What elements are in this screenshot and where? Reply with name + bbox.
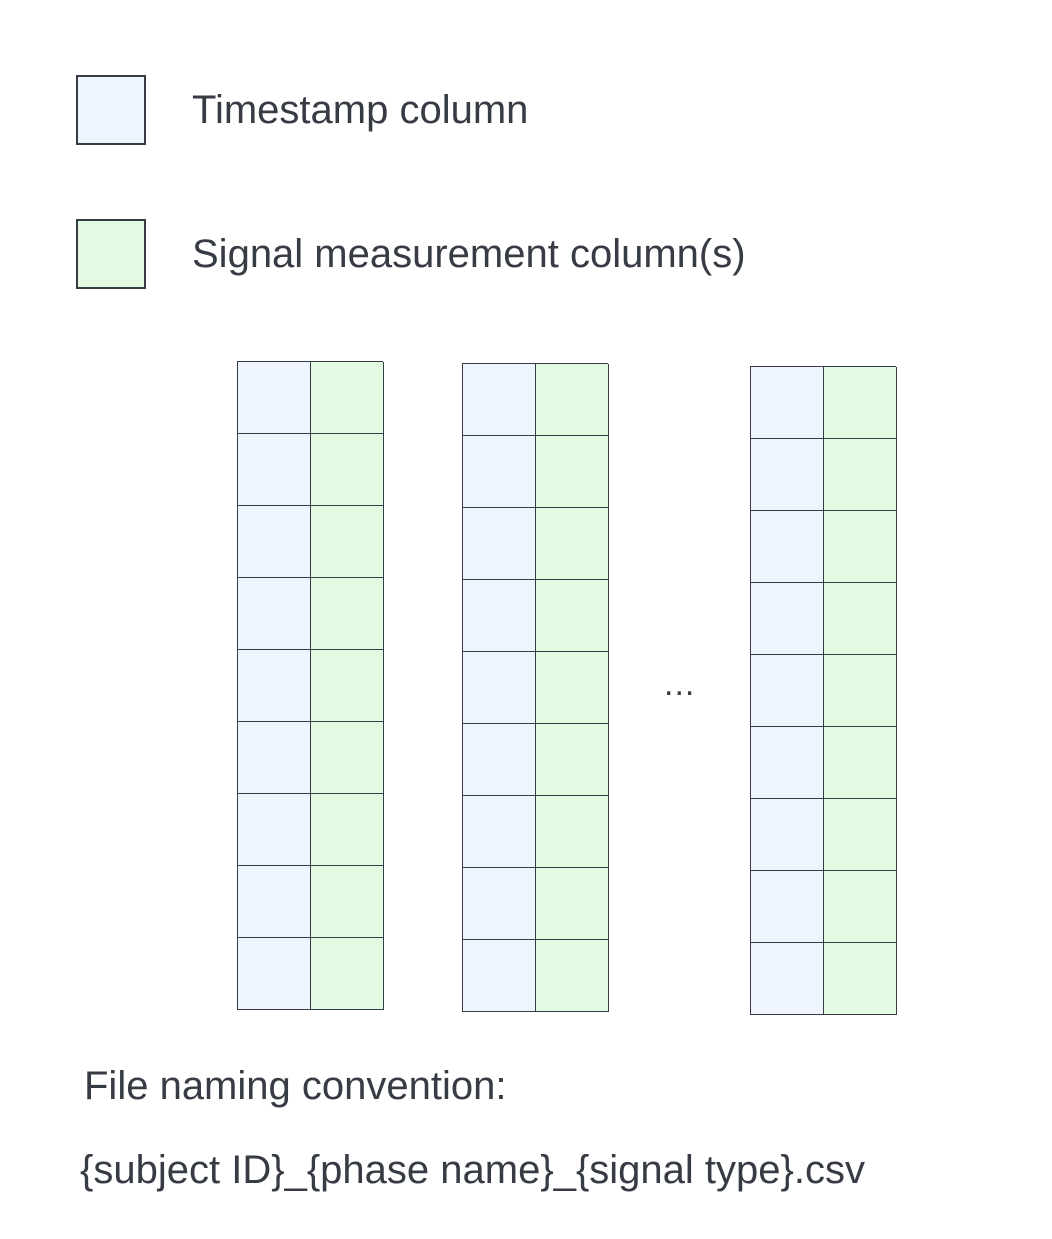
timestamp-cell [751, 727, 824, 799]
signal-cell [536, 364, 609, 436]
timestamp-cell [238, 794, 311, 866]
timestamp-cell [463, 364, 536, 436]
legend-label-signal: Signal measurement column(s) [192, 232, 746, 276]
timestamp-cell [463, 508, 536, 580]
legend-swatch-timestamp [76, 75, 146, 145]
signal-cell [311, 938, 384, 1010]
signal-cell [536, 436, 609, 508]
timestamp-cell [751, 511, 824, 583]
signal-cell [824, 439, 897, 511]
signal-cell [824, 511, 897, 583]
signal-cell [824, 727, 897, 799]
timestamp-cell [238, 938, 311, 1010]
signal-cell [311, 578, 384, 650]
csv-file-table-3 [750, 366, 897, 1015]
naming-convention-title: File naming convention: [84, 1064, 507, 1108]
signal-cell [311, 650, 384, 722]
signal-cell [311, 506, 384, 578]
legend-label-timestamp: Timestamp column [192, 88, 529, 132]
timestamp-cell [751, 583, 824, 655]
signal-cell [311, 722, 384, 794]
signal-cell [824, 943, 897, 1015]
timestamp-cell [463, 652, 536, 724]
timestamp-cell [238, 506, 311, 578]
timestamp-cell [751, 367, 824, 439]
timestamp-cell [463, 580, 536, 652]
signal-cell [824, 871, 897, 943]
timestamp-cell [751, 655, 824, 727]
timestamp-cell [463, 724, 536, 796]
timestamp-cell [238, 578, 311, 650]
timestamp-cell [751, 439, 824, 511]
timestamp-cell [751, 871, 824, 943]
signal-cell [311, 362, 384, 434]
timestamp-cell [463, 868, 536, 940]
signal-cell [824, 583, 897, 655]
timestamp-cell [238, 866, 311, 938]
timestamp-cell [238, 650, 311, 722]
signal-cell [311, 434, 384, 506]
timestamp-cell [463, 940, 536, 1012]
more-files-ellipsis: ... [664, 665, 696, 703]
csv-file-table-1 [237, 361, 384, 1010]
signal-cell [536, 508, 609, 580]
signal-cell [536, 580, 609, 652]
signal-cell [536, 868, 609, 940]
legend-item-signal: Signal measurement column(s) [76, 218, 746, 290]
signal-cell [536, 940, 609, 1012]
signal-cell [311, 794, 384, 866]
naming-convention-pattern: {subject ID}_{phase name}_{signal type}.… [80, 1148, 865, 1192]
timestamp-cell [238, 434, 311, 506]
signal-cell [824, 655, 897, 727]
timestamp-cell [463, 436, 536, 508]
legend-swatch-signal [76, 219, 146, 289]
signal-cell [536, 796, 609, 868]
signal-cell [536, 652, 609, 724]
timestamp-cell [751, 943, 824, 1015]
csv-file-table-2 [462, 363, 609, 1012]
signal-cell [824, 367, 897, 439]
signal-cell [311, 866, 384, 938]
signal-cell [824, 799, 897, 871]
legend-item-timestamp: Timestamp column [76, 74, 528, 146]
signal-cell [536, 724, 609, 796]
timestamp-cell [238, 722, 311, 794]
timestamp-cell [751, 799, 824, 871]
timestamp-cell [463, 796, 536, 868]
timestamp-cell [238, 362, 311, 434]
